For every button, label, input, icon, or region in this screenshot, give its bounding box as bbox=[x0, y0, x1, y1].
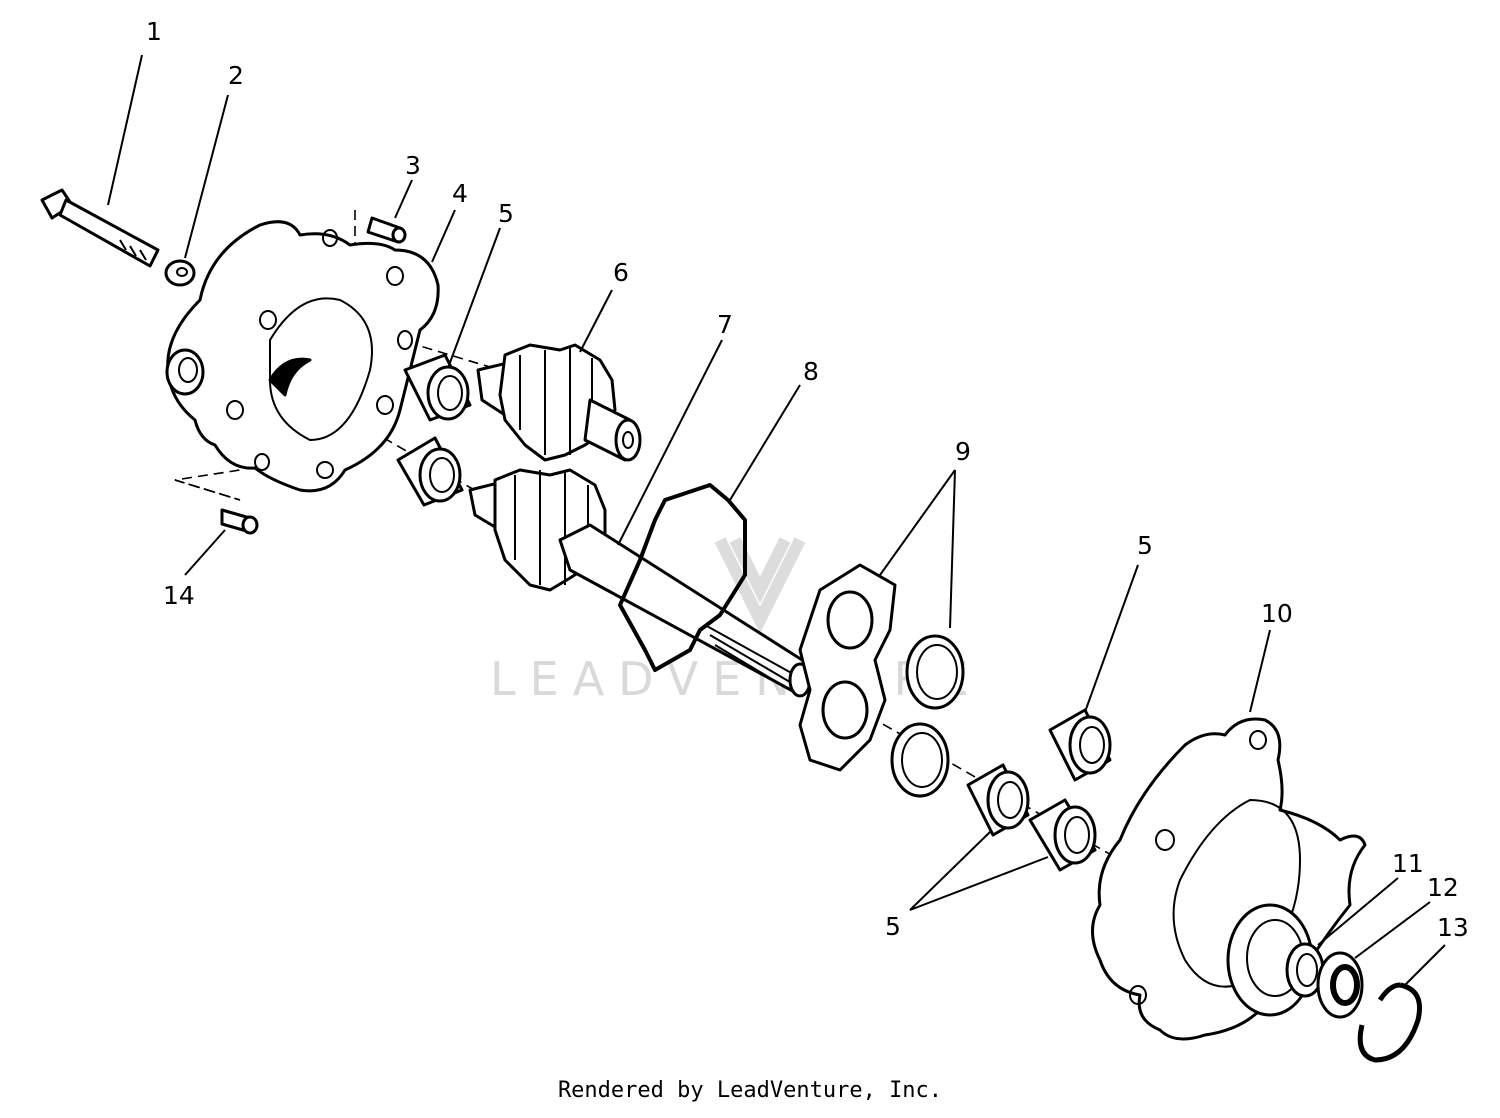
callout-11: 11 bbox=[1392, 849, 1424, 878]
callout-8: 8 bbox=[803, 357, 819, 386]
roller-bearing-right-single bbox=[1048, 708, 1112, 782]
callout-5-upper: 5 bbox=[498, 199, 514, 228]
washer bbox=[164, 259, 196, 287]
roller-bearing-right-pair bbox=[966, 763, 1097, 872]
watermark-logo-icon bbox=[714, 537, 806, 634]
callout-13: 13 bbox=[1437, 913, 1469, 942]
callout-3: 3 bbox=[405, 151, 421, 180]
pump-body bbox=[165, 220, 440, 493]
leader-lines bbox=[107, 54, 1446, 986]
callout-labels: 1 2 3 4 5 6 7 8 9 5 10 11 12 13 5 14 bbox=[146, 17, 1469, 942]
watermark-text: LEADVENTURE bbox=[490, 652, 983, 706]
dowel-pin-lower bbox=[220, 508, 259, 535]
retaining-ring bbox=[1357, 982, 1422, 1063]
callout-7: 7 bbox=[717, 310, 733, 339]
driven-gear-shaft bbox=[468, 468, 812, 698]
callout-1: 1 bbox=[146, 17, 162, 46]
callout-14: 14 bbox=[163, 581, 195, 610]
shim-upper bbox=[905, 634, 965, 710]
callout-2: 2 bbox=[228, 61, 244, 90]
gasket bbox=[618, 483, 747, 672]
dowel-pin-upper bbox=[366, 216, 407, 244]
bolt bbox=[40, 188, 160, 268]
drive-gear bbox=[476, 343, 642, 462]
callout-4: 4 bbox=[452, 179, 468, 208]
seal-washer bbox=[1316, 951, 1364, 1019]
thrust-plate bbox=[798, 563, 897, 772]
roller-bearing-upper-pair bbox=[396, 353, 472, 507]
callout-10: 10 bbox=[1261, 599, 1293, 628]
callout-9: 9 bbox=[955, 437, 971, 466]
callout-5-lower: 5 bbox=[885, 912, 901, 941]
render-credit: Rendered by LeadVenture, Inc. bbox=[557, 1078, 943, 1103]
shim-lower bbox=[890, 722, 950, 798]
callout-12: 12 bbox=[1427, 873, 1459, 902]
callout-6: 6 bbox=[613, 258, 629, 287]
callout-5-right: 5 bbox=[1137, 531, 1153, 560]
